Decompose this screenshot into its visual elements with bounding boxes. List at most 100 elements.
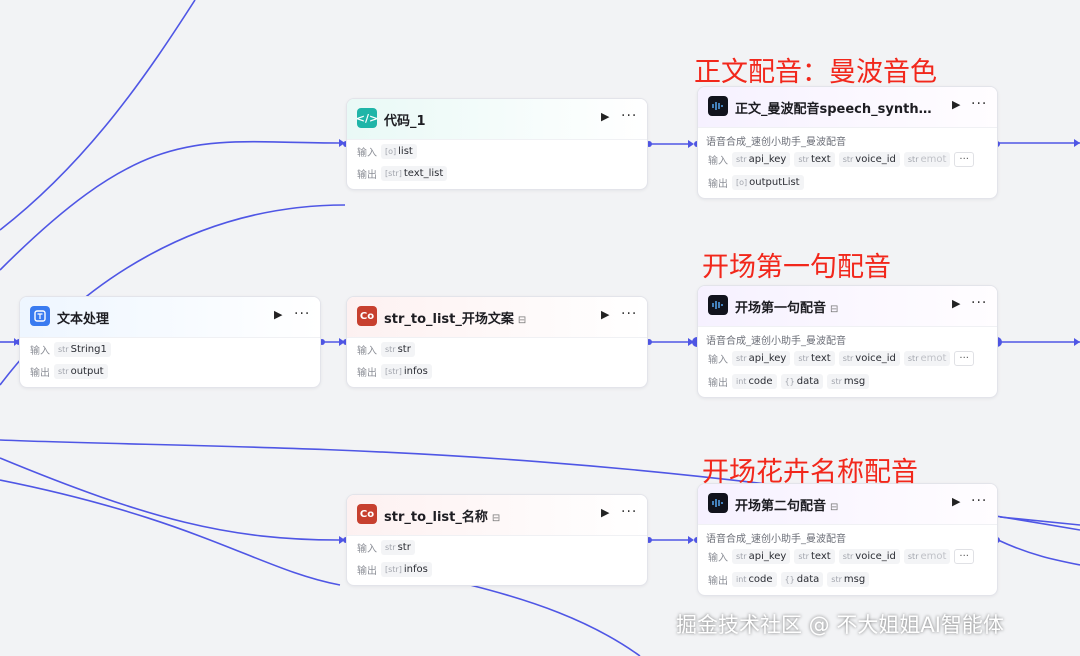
node-header [347, 495, 647, 536]
more-options-icon[interactable]: ··· [621, 306, 638, 322]
output-label: 输出 [357, 566, 377, 577]
input-row: 输入 [o]list [357, 144, 421, 159]
output-label: 输出 [357, 368, 377, 379]
run-icon[interactable]: ▶ [601, 506, 610, 519]
run-icon[interactable]: ▶ [952, 495, 961, 508]
run-icon[interactable]: ▶ [952, 297, 961, 310]
input-label: 输入 [708, 553, 728, 564]
node-title: str_to_list_名称⊟ [384, 510, 501, 525]
edge [999, 516, 1080, 526]
param-tag: [str]text_list [381, 166, 448, 181]
more-params-icon[interactable]: ··· [954, 351, 974, 366]
edge [0, 457, 340, 541]
more-options-icon[interactable]: ··· [294, 306, 311, 322]
edge [0, 140, 340, 271]
node-description: 语音合成_速创小助手_曼波配音 [706, 336, 846, 347]
run-icon[interactable]: ▶ [952, 98, 961, 111]
more-options-icon[interactable]: ··· [971, 96, 988, 112]
plugin-badge-icon: ⊟ [517, 315, 527, 326]
node-description: 语音合成_速创小助手_曼波配音 [706, 137, 846, 148]
audio-wave-icon [708, 493, 728, 513]
run-icon[interactable]: ▶ [274, 308, 283, 321]
more-options-icon[interactable]: ··· [621, 108, 638, 124]
param-tag: [o]list [381, 144, 417, 159]
text-processing-icon [30, 306, 50, 326]
plugin-badge-icon: ⊟ [936, 105, 940, 116]
more-options-icon[interactable]: ··· [621, 504, 638, 520]
node-title: 代码_1 [384, 114, 426, 129]
output-row: 输出 [str]infos [357, 562, 436, 577]
plugin-co-icon: Co [357, 504, 377, 524]
param-tag: [str]infos [381, 364, 432, 379]
node-header [20, 297, 320, 338]
annotation-name-voice: 开场花卉名称配音 [702, 457, 918, 488]
param-tag: [str]infos [381, 562, 432, 577]
annotation-first-voice: 开场第一句配音 [702, 252, 891, 283]
edge [0, 0, 196, 231]
input-label: 输入 [708, 355, 728, 366]
plugin-co-icon: Co [357, 306, 377, 326]
run-icon[interactable]: ▶ [601, 110, 610, 123]
input-label: 输入 [357, 148, 377, 159]
more-options-icon[interactable]: ··· [971, 295, 988, 311]
input-label: 输入 [357, 544, 377, 555]
node-description: 语音合成_速创小助手_曼波配音 [706, 534, 846, 545]
more-params-icon[interactable]: ··· [954, 549, 974, 564]
output-row: 输出 [o]outputList [708, 175, 808, 190]
node-code-1[interactable]: </> 代码_1 ▶ ··· 输入 [o]list 输出 [str]text_l… [346, 98, 648, 190]
more-options-icon[interactable]: ··· [971, 493, 988, 509]
watermark: 掘金技术社区 @ 不大姐姐AI智能体 [676, 613, 1004, 637]
output-label: 输出 [708, 378, 728, 389]
node-header [698, 286, 997, 327]
audio-wave-icon [708, 295, 728, 315]
param-tag: {}data [780, 374, 824, 389]
output-label: 输出 [708, 576, 728, 587]
input-label: 输入 [30, 346, 50, 357]
node-header [347, 297, 647, 338]
node-tts-body[interactable]: 正文_曼波配音speech_synth…⊟ ▶ ··· 语音合成_速创小助手_曼… [697, 86, 998, 199]
plugin-badge-icon: ⊟ [491, 513, 501, 524]
node-title: 文本处理 [57, 312, 110, 327]
edge [469, 584, 641, 656]
node-title: 正文_曼波配音speech_synth…⊟ [735, 98, 940, 117]
output-label: 输出 [708, 179, 728, 190]
node-header [347, 99, 647, 140]
input-label: 输入 [357, 346, 377, 357]
annotation-body-voice: 正文配音：曼波音色 [694, 57, 937, 88]
plugin-badge-icon: ⊟ [830, 502, 839, 513]
node-title: str_to_list_开场文案⊟ [384, 312, 527, 327]
param-tag: [o]outputList [732, 175, 804, 190]
more-params-icon[interactable]: ··· [954, 152, 974, 167]
output-label: 输出 [357, 170, 377, 181]
node-title: 开场第二句配音⊟ [735, 499, 839, 514]
run-icon[interactable]: ▶ [601, 308, 610, 321]
